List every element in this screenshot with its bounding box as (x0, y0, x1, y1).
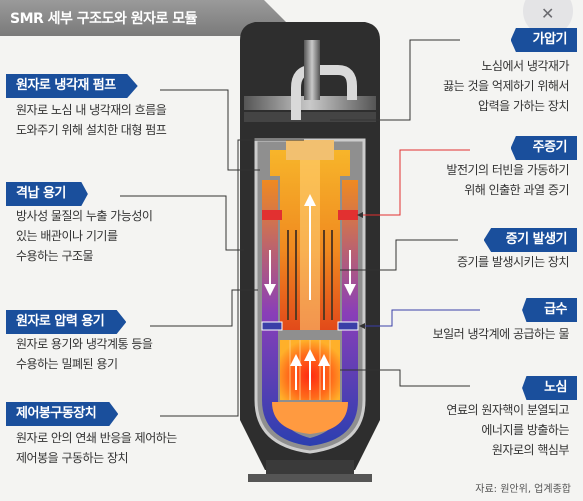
desc-pressure-vessel: 원자로 용기와 냉각계통 등을 수용하는 밀폐된 용기 (16, 337, 153, 371)
label-pressurizer: 가압기 (510, 28, 577, 52)
desc-steam-generator: 증기를 발생시키는 장치 (456, 255, 570, 269)
vessel-base (266, 460, 354, 476)
label-core: 노심 (522, 376, 577, 400)
leader-feedwater (359, 309, 480, 329)
title-bar: SMR 세부 구조도와 원자로 모듈 (0, 0, 300, 36)
desc-coolant-pump: 원자로 노심 내 냉각재의 흐름을 도와주기 위해 설치한 대형 펌프 (16, 103, 167, 137)
label-steam-generator: 증기 발생기 (483, 228, 577, 252)
desc-core: 연료의 원자핵이 분열되고 에너지를 방출하는 원자로의 핵심부 (446, 403, 569, 457)
vessel-top-flange (244, 96, 376, 110)
pressurizer-pipe (291, 65, 357, 120)
leader-pressure-vessel (150, 289, 258, 327)
main-steam-nozzle-right (338, 210, 358, 220)
diagram-title: SMR 세부 구조도와 원자로 모듈 (10, 11, 197, 27)
steam-generator-tubes (287, 230, 333, 320)
label-feedwater: 급수 (522, 298, 577, 322)
label-containment: 격납 용기 (6, 182, 88, 206)
base-plate (248, 474, 372, 482)
label-crdm: 제어봉구동장치 (6, 402, 119, 426)
source-credit: 자료: 원안위, 업계종합 (475, 484, 571, 495)
leader-containment (120, 195, 244, 251)
upper-internals (286, 140, 334, 160)
feedwater-nozzle-right (337, 321, 359, 331)
desc-crdm: 원자로 안의 연쇄 반응을 제어하는 제어봉을 구동하는 장치 (16, 431, 177, 465)
feedwater-nozzle-left (261, 321, 283, 331)
flow-arrows (264, 194, 356, 390)
vessel-mid-flange (244, 112, 376, 122)
downcomer-left (262, 180, 310, 446)
leader-lines (120, 39, 480, 417)
desc-pressurizer: 노심에서 냉각재가 끓는 것을 억제하기 위해서 압력을 가하는 장치 (443, 59, 569, 113)
leader-coolant-pump (160, 89, 260, 171)
control-rod-drive (304, 40, 320, 100)
leader-steam-gen (340, 239, 458, 271)
leader-pressurizer (330, 39, 460, 121)
desc-containment: 방사성 물질의 누출 가능성이 있는 배관이나 기기를 수용하는 구조물 (16, 209, 153, 263)
desc-feedwater: 보일러 냉각계에 공급하는 물 (432, 327, 570, 341)
leader-core (340, 369, 470, 387)
main-steam-nozzle-left (262, 210, 282, 220)
downcomer-right (310, 180, 358, 446)
lower-plenum (272, 402, 348, 434)
label-main-steam: 주증기 (510, 136, 577, 160)
label-coolant-pump: 원자로 냉각재 펌프 (6, 74, 138, 98)
leader-main-steam (357, 149, 470, 218)
desc-main-steam: 발전기의 터빈을 가동하기 위해 인출한 과열 증기 (446, 163, 569, 197)
close-icon: ✕ (541, 4, 555, 23)
label-pressure-vessel: 원자로 압력 용기 (6, 310, 127, 334)
leader-crdm (160, 139, 304, 417)
